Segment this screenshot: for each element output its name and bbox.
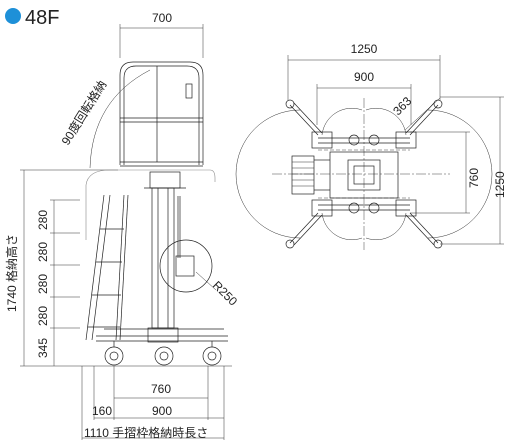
caster-hub: [109, 351, 119, 361]
outrigger-arm: [405, 214, 435, 246]
model-title: 48F: [25, 7, 59, 29]
caster-wheel: [154, 346, 174, 366]
dim-label-760-top: 760: [467, 168, 481, 188]
dim-label-1740: 1740 格納高さ: [4, 234, 19, 312]
corner-block: [311, 199, 333, 217]
sweep-arc: [321, 108, 363, 136]
corner-block: [395, 199, 417, 217]
bolt: [348, 134, 360, 146]
stored-rail-outline: [85, 169, 216, 240]
mast-outer: [151, 187, 175, 329]
caster-wheel: [433, 239, 443, 249]
bolt: [368, 202, 380, 214]
dim-label-rotation: 90度回転格納: [58, 77, 110, 147]
outrigger-arm: [293, 214, 323, 246]
control-box: [175, 255, 195, 277]
caster-wheel: [104, 346, 124, 366]
outrigger-arm: [405, 102, 435, 134]
outrigger-arm: [289, 104, 319, 136]
ladder-rail-back: [115, 194, 125, 341]
caster-wheel: [285, 239, 295, 249]
step-height-4: 280: [36, 306, 50, 326]
side-view: 700 90度回転格納 1740 格納高さ 280 280 280 280 34…: [4, 11, 240, 440]
bolt: [348, 202, 360, 214]
mast-top: [347, 159, 381, 191]
corner-block: [395, 131, 417, 149]
guard-rail-outer: [119, 61, 204, 165]
bolt: [368, 134, 380, 146]
outrigger-arm: [409, 212, 439, 244]
dim-label-1250-right: 1250: [493, 171, 507, 198]
step-height-3: 280: [36, 274, 50, 294]
mast-base: [147, 327, 179, 343]
dim-label-1110: 1110 手摺枠格納時長さ: [84, 425, 208, 440]
corner-block: [311, 131, 333, 149]
detail-circle: [159, 239, 213, 293]
caster-wheel: [202, 346, 222, 366]
guard-rail-inner: [123, 65, 200, 165]
dim-label-700: 700: [152, 11, 172, 25]
step-height-5: 345: [36, 338, 50, 358]
ladder-rail-front: [91, 194, 111, 341]
caster-wheel: [285, 99, 295, 109]
caster-hub: [207, 351, 217, 361]
step-height-1: 280: [36, 210, 50, 230]
radius-leader: [195, 271, 217, 291]
sweep-arc: [365, 108, 407, 136]
step-height-2: 280: [36, 242, 50, 262]
caster-wheel: [433, 99, 443, 109]
outrigger-arm: [289, 212, 319, 244]
mast-inner: [353, 165, 375, 185]
ladder-top: [291, 155, 315, 195]
caster-hub: [159, 351, 169, 361]
outrigger-arm: [409, 104, 439, 136]
dim-label-1250-top: 1250: [351, 42, 378, 56]
sweep-arc: [321, 212, 363, 240]
ladder-rail-back: [119, 194, 129, 341]
platform-outline: [329, 151, 399, 199]
dim-label-900-top: 900: [354, 70, 374, 84]
ladder-rail-front: [85, 194, 105, 341]
dim-label-r250: R250: [210, 278, 240, 308]
top-view: 1250 900 363 760 1250: [235, 42, 507, 250]
rotation-arc: [89, 69, 151, 169]
title-marker-dot: [5, 8, 21, 24]
sweep-arc: [365, 212, 407, 240]
dim-label-160: 160: [92, 404, 112, 418]
gate-latch: [185, 83, 193, 99]
dim-label-900-side: 900: [152, 404, 172, 418]
outrigger-arm: [293, 102, 323, 134]
dim-label-760-side: 760: [151, 382, 171, 396]
mast-head: [149, 171, 181, 189]
